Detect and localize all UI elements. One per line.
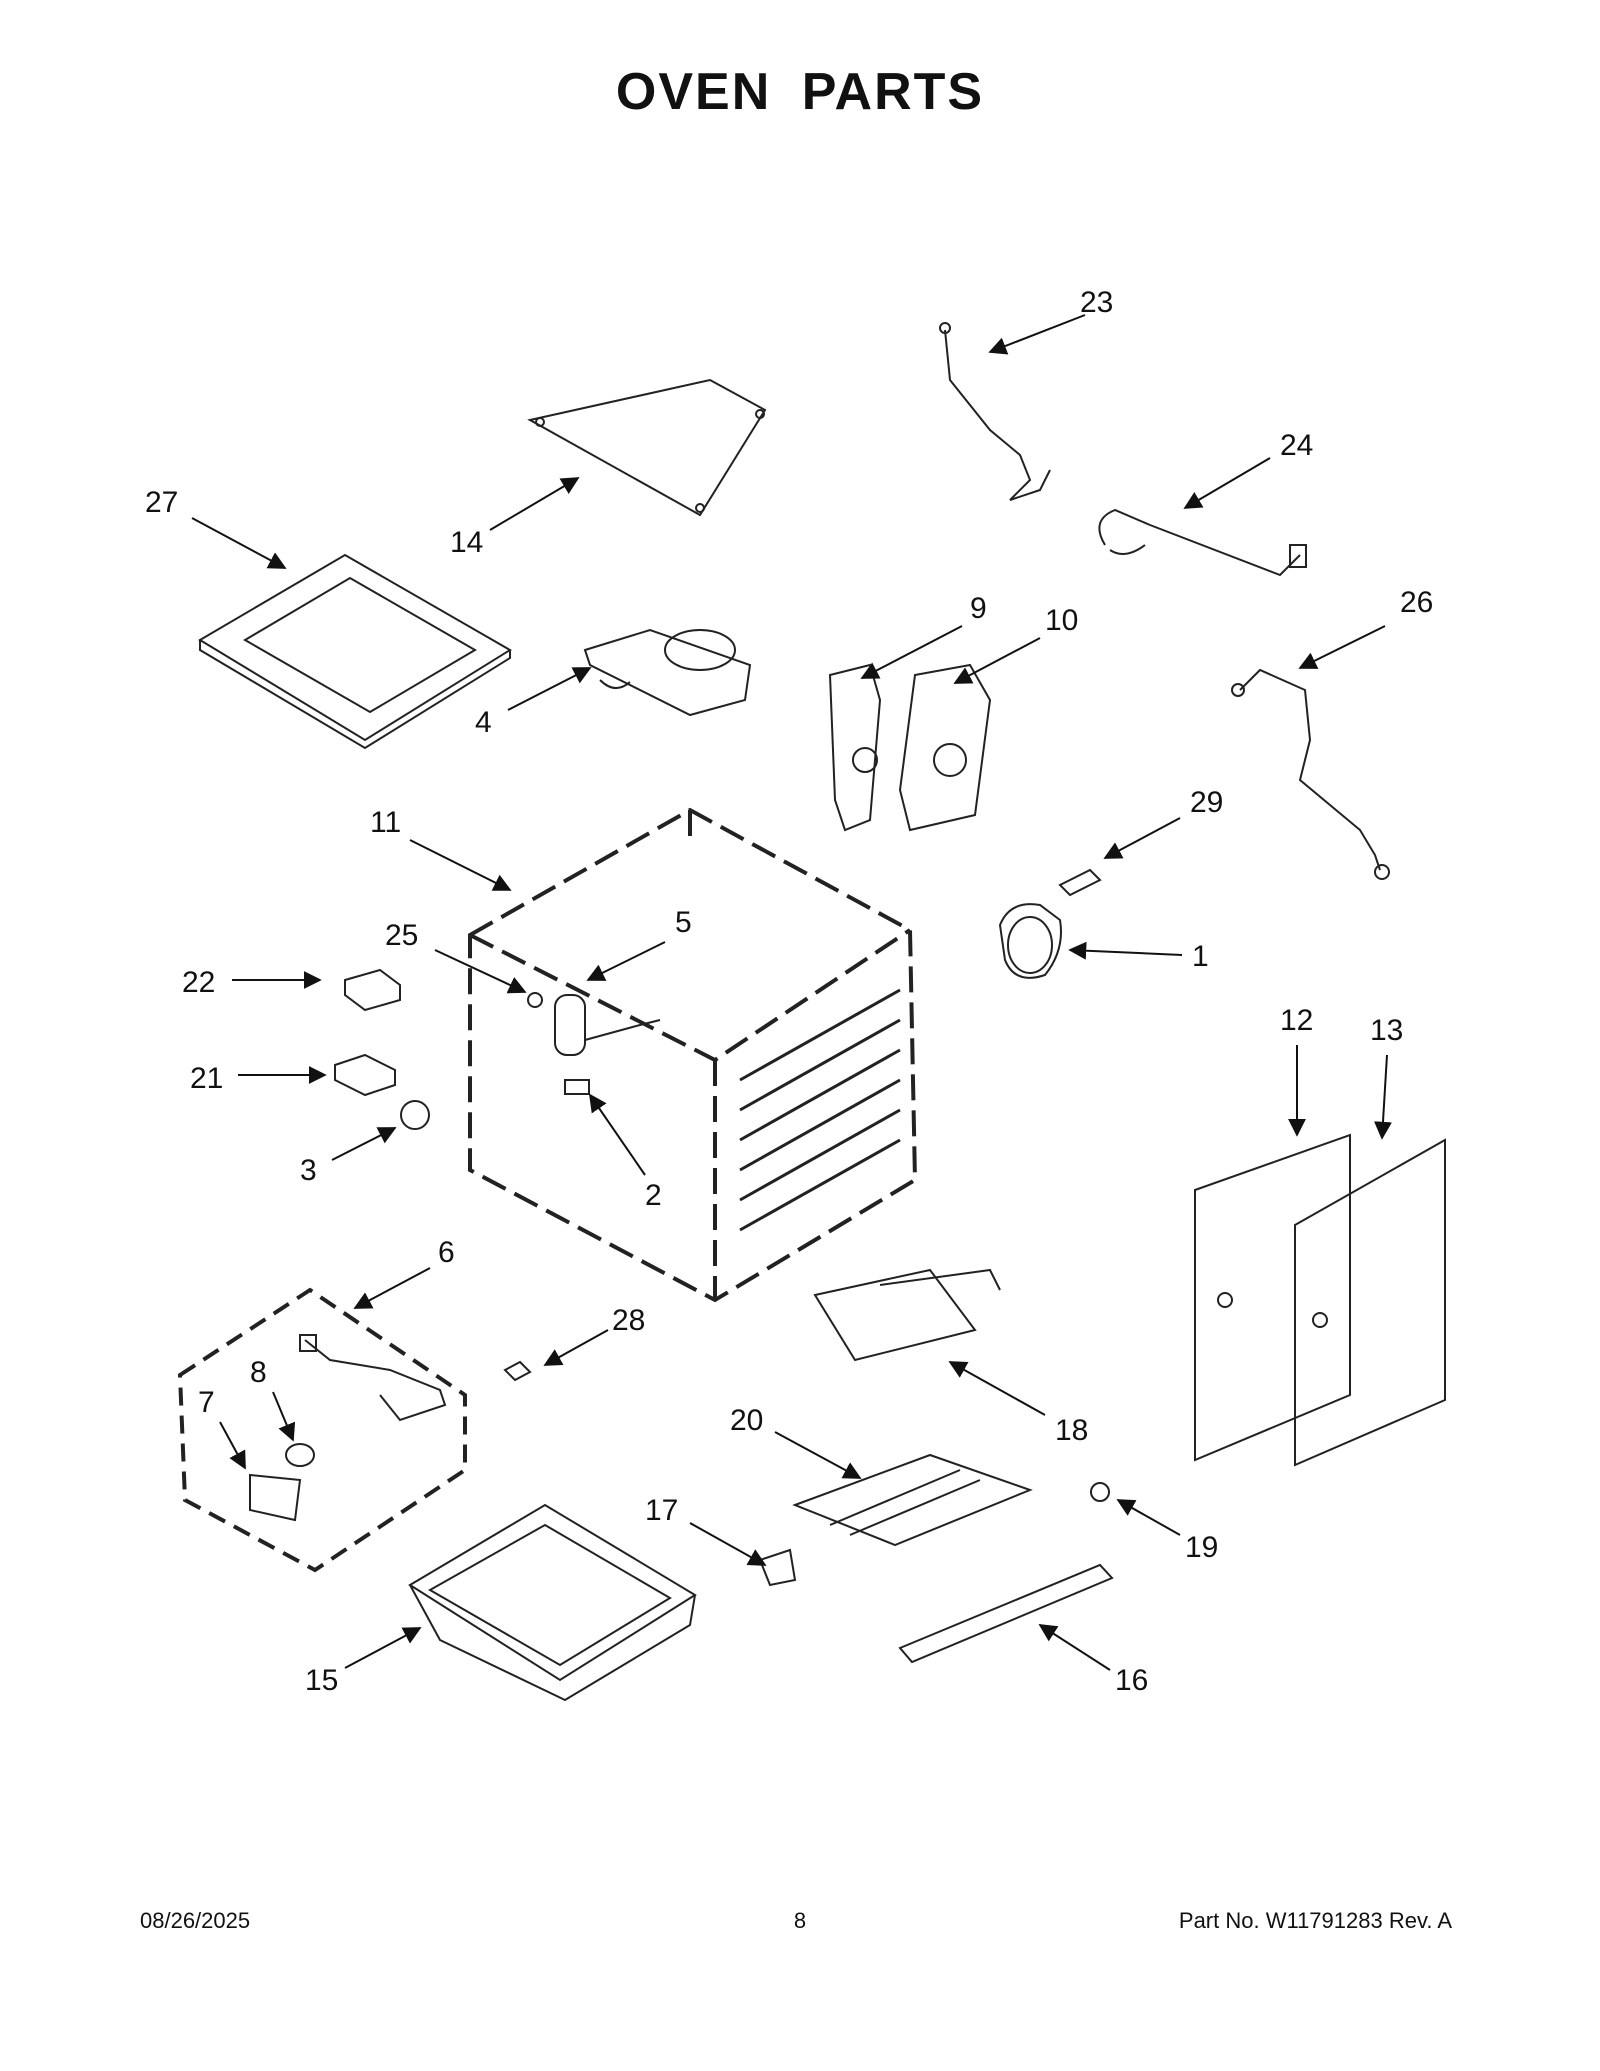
callout-17: 17 [645,1494,678,1527]
callout-2: 2 [645,1179,662,1212]
leader-16 [1038,1624,1111,1671]
part-20-burner [792,1453,1033,1547]
callout-19: 19 [1185,1531,1218,1564]
callout-9: 9 [970,592,987,625]
part-17-bracket [758,1548,797,1587]
leader-2 [588,1093,646,1176]
part-4-latch [583,628,752,717]
callout-13: 13 [1370,1014,1403,1047]
leader-19 [1116,1499,1181,1536]
callout-18: 18 [1055,1414,1088,1447]
part-6-contents [299,1334,447,1422]
leader-20 [774,1431,862,1479]
callout-10: 10 [1045,604,1078,637]
leader-15 [344,1627,422,1669]
callout-6: 6 [438,1236,455,1269]
callout-24: 24 [1280,429,1313,462]
callout-11: 11 [370,806,401,839]
callout-15: 15 [305,1664,338,1697]
leader-6 [353,1267,431,1309]
callout-12: 12 [1280,1004,1313,1037]
footer-date: 08/26/2025 [140,1908,251,1933]
part-12-panel [1194,1133,1351,1462]
leader-3 [331,1127,397,1161]
leader-28 [543,1329,609,1366]
leader-11 [409,839,512,891]
part-1-gasket [998,903,1062,979]
part-15-pan [408,1503,697,1702]
callout-7: 7 [198,1386,215,1419]
part-27-tray [198,553,512,750]
leader-1 [1068,941,1183,960]
callout-27: 27 [145,486,178,519]
leader-7 [219,1421,246,1470]
leader-29 [1103,817,1181,859]
leader-14 [489,477,580,531]
footer-page-number: 8 [793,1908,807,1933]
part-7-lens [249,1473,302,1522]
part-10-hinge [898,663,992,832]
part-14-panel [527,378,767,517]
oven-racks [739,988,901,1232]
leader-18 [948,1361,1046,1416]
callout-23: 23 [1080,286,1113,319]
part-9-hinge [828,663,882,832]
callout-8: 8 [250,1356,267,1389]
leader-10 [953,637,1041,684]
part-22-bracket [344,968,401,1012]
part-8-bulb [285,1443,315,1467]
part-24-tube [1098,508,1307,577]
callout-16: 16 [1115,1664,1148,1697]
part-5-sensor [554,994,661,1056]
callout-5: 5 [675,906,692,939]
callout-3: 3 [300,1154,317,1187]
part-18-burner [813,1268,1001,1362]
part-28-screw [503,1360,532,1382]
part-13-panel [1294,1138,1446,1467]
leader-17 [689,1522,767,1566]
callout-25: 25 [385,919,418,952]
part-6-light-assembly [177,1287,467,1573]
part-11-cavity [468,807,918,1303]
leader-24 [1183,457,1271,509]
leader-5 [586,941,666,981]
part-2-clip [564,1079,590,1095]
callout-22: 22 [182,966,215,999]
part-29-screw [1058,868,1102,897]
callout-29: 29 [1190,786,1223,819]
callout-1: 1 [1192,940,1209,973]
part-23-tube [939,322,1051,501]
part-26-tube [1231,668,1390,880]
leader-8 [272,1391,296,1442]
leader-13 [1373,1054,1392,1140]
callout-14: 14 [450,526,483,559]
part-19-screw [1090,1482,1110,1502]
footer-part-number: Part No. W11791283 Rev. A [1178,1908,1452,1933]
page-title: OVEN PARTS [615,63,985,121]
part-3-knob [400,1100,430,1130]
part-16-rail [898,1563,1114,1664]
part-25-screw [527,992,543,1008]
part-21-block [334,1053,396,1097]
callout-28: 28 [612,1304,645,1337]
leader-27 [191,517,287,569]
callout-4: 4 [475,706,492,739]
leader-9 [860,625,963,679]
leader-23 [988,314,1086,355]
callout-21: 21 [190,1062,223,1095]
leader-26 [1298,625,1386,669]
callout-26: 26 [1400,586,1433,619]
leader-4 [507,667,592,711]
leader-25 [434,949,527,994]
callout-20: 20 [730,1404,763,1437]
